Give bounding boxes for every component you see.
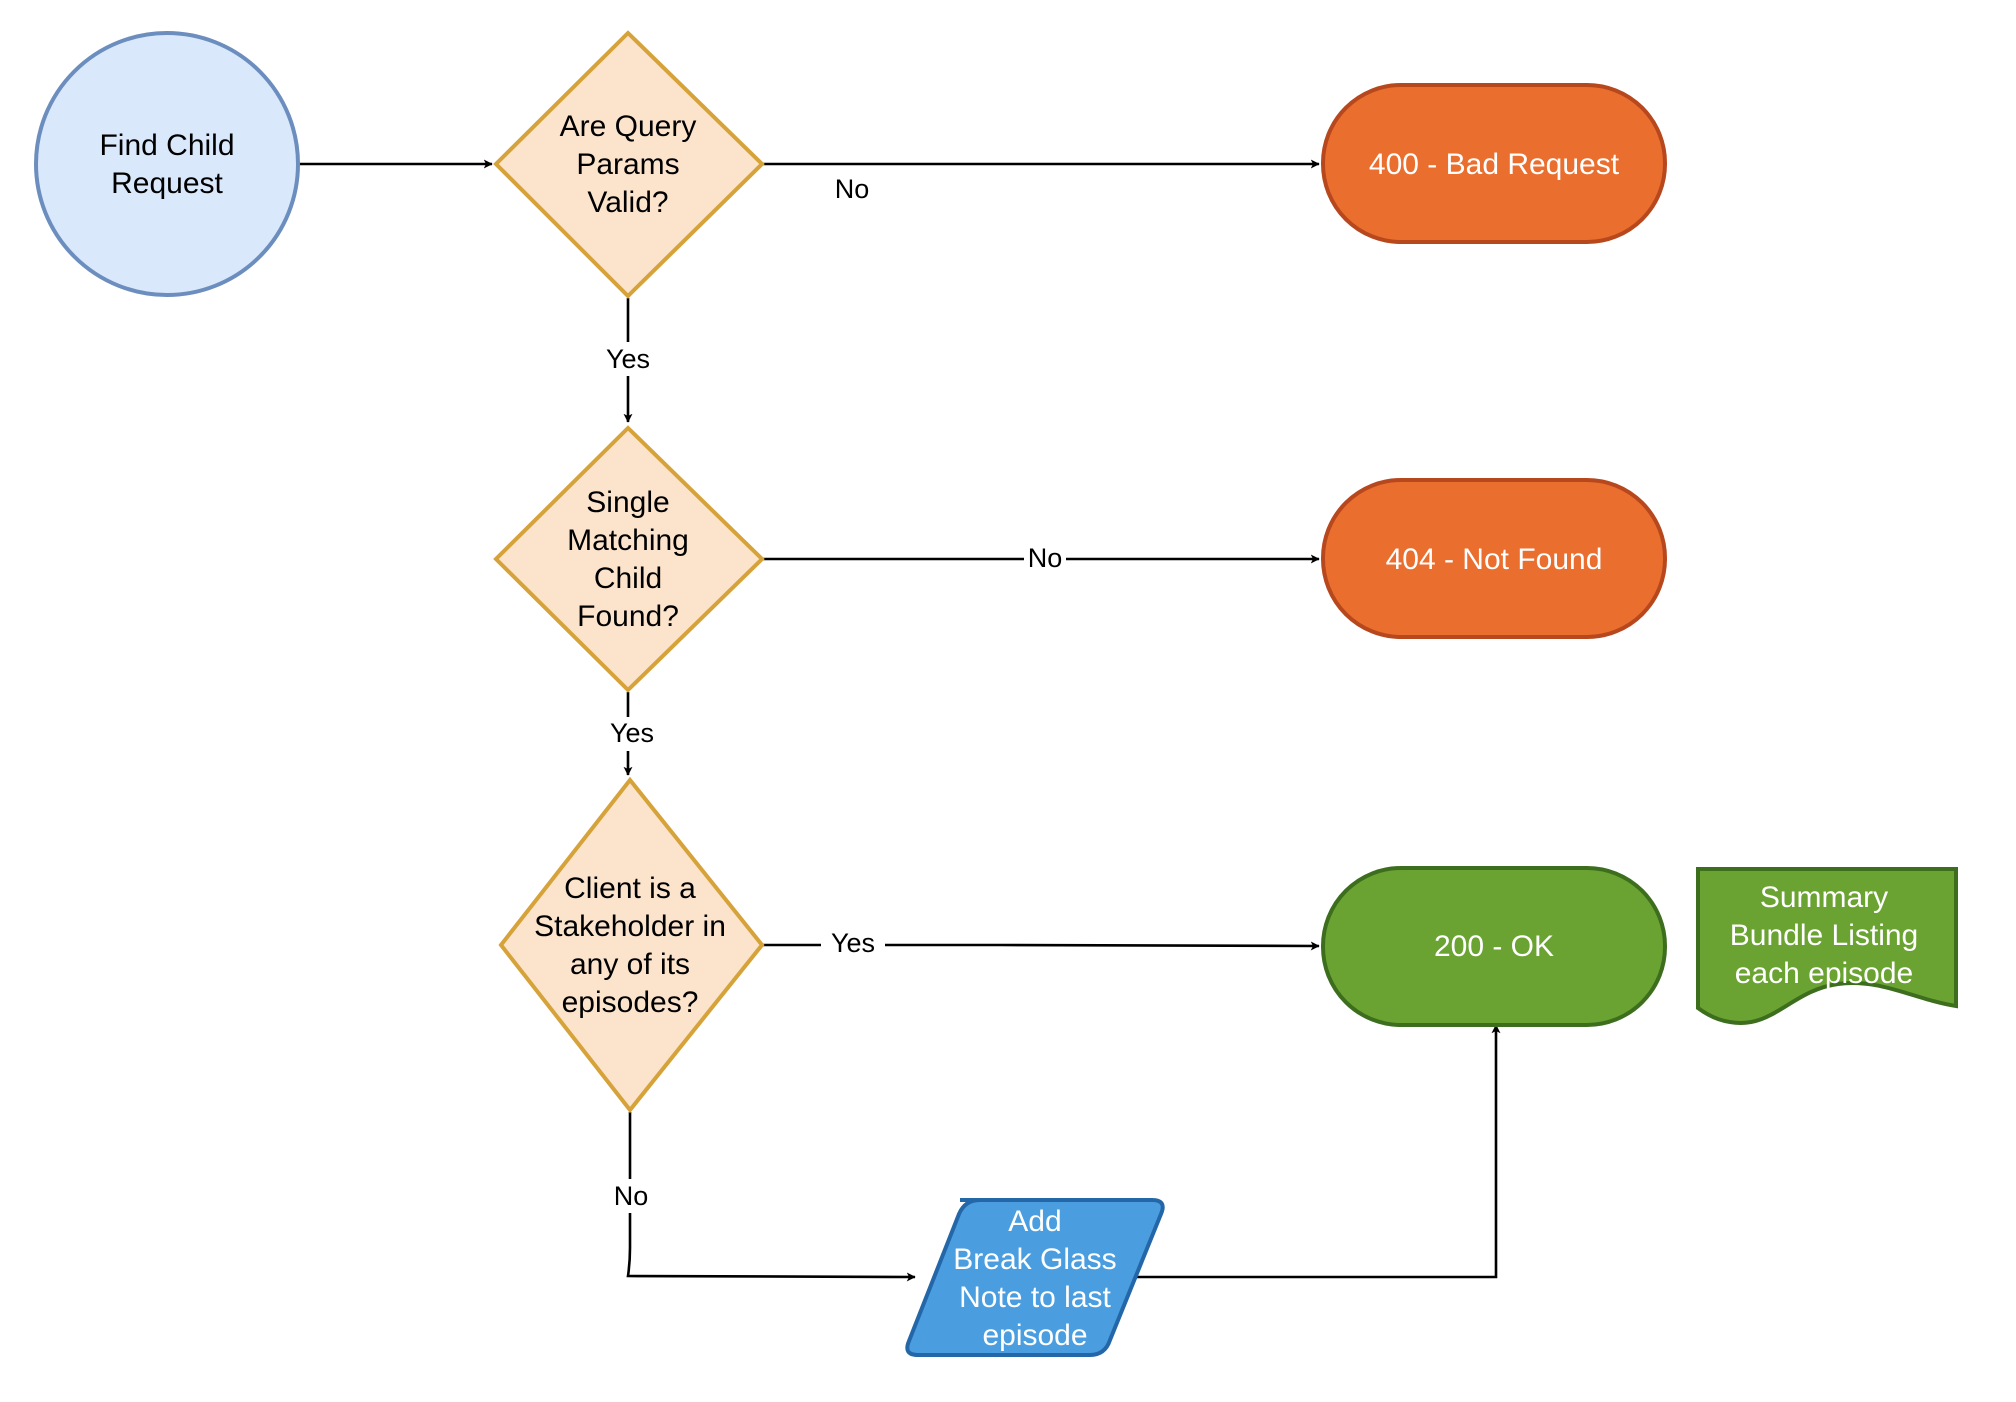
edge-label-params-yes: Yes [606, 344, 650, 374]
node-label: 400 - Bad Request [1369, 148, 1620, 181]
node-label-line: episodes? [562, 986, 699, 1019]
node-label-line: Bundle Listing [1730, 919, 1918, 952]
document-shape [1696, 867, 1958, 1026]
node-not-found: 404 - Not Found [1321, 478, 1667, 639]
decision-diamond [493, 425, 765, 693]
node-label-line: any of its [570, 948, 690, 981]
node-label-line: Summary [1760, 881, 1888, 914]
edge-stakeholder-to-break-glass [626, 1112, 916, 1282]
node-label-line: Break Glass [953, 1243, 1116, 1276]
terminal-shape [1321, 866, 1667, 1027]
parallelogram-shape [905, 1198, 1165, 1357]
node-client-stakeholder: Client is a Stakeholder in any of its episo… [498, 776, 765, 1114]
node-label-line: Client is a [564, 872, 696, 905]
node-bad-request: 400 - Bad Request [1321, 83, 1667, 244]
edge-labels: No Yes No Yes Yes No [596, 174, 1066, 1213]
node-label-line: each episode [1735, 957, 1913, 990]
edges [298, 159, 1501, 1282]
edge-label-match-yes: Yes [610, 718, 654, 748]
edge-label-stakeholder-no: No [614, 1181, 649, 1211]
node-label-line: 404 - Not Found [1386, 543, 1603, 576]
edge-label-params-no: No [835, 174, 870, 204]
node-label-line: Note to last [959, 1281, 1111, 1314]
node-label-line: Matching [567, 524, 689, 557]
node-label-line: 200 - OK [1434, 930, 1554, 963]
decision-diamond [498, 776, 765, 1114]
node-label-line: Request [111, 167, 223, 200]
node-label-line: Add [1008, 1205, 1061, 1238]
start-circle [34, 31, 300, 297]
node-label-line: Params [576, 148, 679, 181]
node-label-line: episode [982, 1319, 1087, 1352]
node-label: 404 - Not Found [1386, 543, 1603, 576]
node-label-line: Child [594, 562, 662, 595]
terminal-shape [1321, 478, 1667, 639]
node-label-line: Stakeholder in [534, 910, 726, 943]
terminal-shape [1321, 83, 1667, 244]
edge-break-glass-to-ok [1133, 1024, 1501, 1279]
node-ok: 200 - OK [1321, 866, 1667, 1027]
edge-label-stakeholder-yes: Yes [831, 928, 875, 958]
node-label-line: Find Child [99, 129, 234, 162]
edge-label-match-no: No [1028, 543, 1063, 573]
node-label-line: Valid? [587, 186, 668, 219]
node-label: Client is a Stakeholder in any of its episo… [534, 872, 726, 1019]
node-label-line: Found? [577, 600, 679, 633]
node-label-line: 400 - Bad Request [1369, 148, 1620, 181]
node-label-line: Are Query [560, 110, 697, 143]
node-label-line: Single [586, 486, 669, 519]
node-label: 200 - OK [1434, 930, 1554, 963]
decision-diamond [493, 30, 765, 299]
